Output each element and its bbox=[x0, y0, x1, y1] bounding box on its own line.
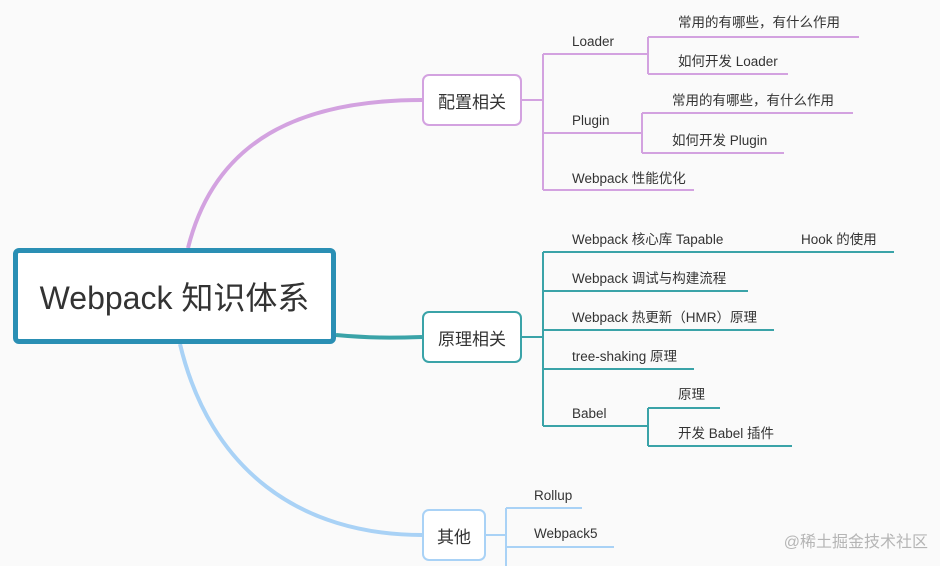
babel-principle-node[interactable]: 原理 bbox=[678, 387, 705, 402]
watermark: @稀土掘金技术社区 bbox=[783, 534, 928, 551]
tapable-node[interactable]: Webpack 核心库 Tapable bbox=[572, 232, 724, 247]
other-branch-node[interactable]: 其他 bbox=[422, 509, 486, 561]
config-branch-label: 配置相关 bbox=[438, 92, 506, 112]
root-node[interactable]: Webpack 知识体系 bbox=[13, 248, 336, 344]
root-to-other-connector bbox=[178, 343, 423, 537]
plugin-node[interactable]: Plugin bbox=[572, 113, 610, 128]
root-node-label: Webpack 知识体系 bbox=[39, 280, 310, 316]
babel-node[interactable]: Babel bbox=[572, 406, 607, 421]
plugin-usage-node[interactable]: 常用的有哪些，有什么作用 bbox=[672, 93, 834, 108]
principle-branch-label: 原理相关 bbox=[438, 329, 506, 349]
other-branch-label: 其他 bbox=[437, 527, 471, 547]
debug-build-node[interactable]: Webpack 调试与构建流程 bbox=[572, 271, 727, 286]
other-connectors bbox=[486, 507, 614, 566]
performance-node[interactable]: Webpack 性能优化 bbox=[572, 171, 686, 186]
rollup-node[interactable]: Rollup bbox=[534, 488, 573, 503]
principle-branch-node[interactable]: 原理相关 bbox=[422, 311, 522, 363]
hook-usage-node[interactable]: Hook 的使用 bbox=[801, 232, 877, 247]
babel-plugin-node[interactable]: 开发 Babel 插件 bbox=[678, 426, 775, 441]
principle-connectors bbox=[522, 251, 894, 447]
root-to-principle-connector bbox=[335, 333, 423, 340]
config-connectors bbox=[522, 36, 859, 191]
config-branch-node[interactable]: 配置相关 bbox=[422, 74, 522, 126]
plugin-develop-node[interactable]: 如何开发 Plugin bbox=[672, 133, 768, 148]
loader-develop-node[interactable]: 如何开发 Loader bbox=[678, 54, 778, 69]
webpack5-node[interactable]: Webpack5 bbox=[534, 526, 598, 541]
tree-shaking-node[interactable]: tree-shaking 原理 bbox=[572, 349, 678, 364]
loader-node[interactable]: Loader bbox=[572, 34, 615, 49]
root-to-config-connector bbox=[186, 98, 423, 249]
loader-usage-node[interactable]: 常用的有哪些，有什么作用 bbox=[678, 15, 840, 30]
hmr-node[interactable]: Webpack 热更新（HMR）原理 bbox=[572, 310, 758, 325]
